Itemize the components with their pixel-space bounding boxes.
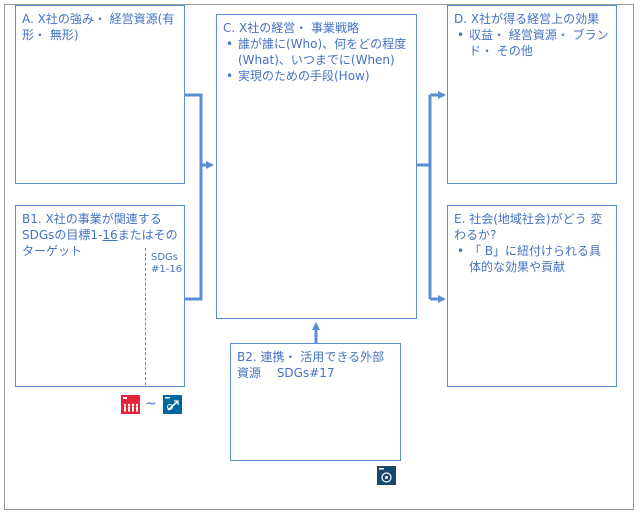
box-b2-text: B2. 連携・ 活用できる外部資源 SDGs#17 (237, 350, 385, 380)
box-d-business-effects: D. X社が得る経営上の効果 収益・ 経営資源・ ブランド・ その他 (447, 5, 617, 184)
box-e-title: E. 社会(地域社会)がどう 変わるか? (454, 212, 603, 242)
underlined-16: 16 (102, 228, 118, 242)
dashed-divider (145, 248, 146, 385)
box-d-list: 収益・ 経営資源・ ブランド・ その他 (454, 27, 610, 59)
tilde-separator: ~ (145, 396, 157, 412)
sdg-17-icon (377, 466, 396, 485)
box-b1-text: B1. X社の事業が関連する SDGsの目標1-16またはそのターゲット (22, 212, 178, 258)
diagram-frame (4, 4, 634, 510)
box-b2-external-resources: B2. 連携・ 活用できる外部資源 SDGs#17 (230, 343, 401, 461)
box-c-strategy: C. X社の経営・ 事業戦略 誰が誰に(Who)、何をどの程度(What)、いつ… (216, 14, 417, 319)
box-a-text: A. X社の強み・ 経営資源(有形・ 無形) (22, 12, 175, 42)
box-d-title: D. X社が得る経営上の効果 (454, 12, 600, 26)
box-e-item: 「 B」に紐付けられる具体的な効果や貢献 (454, 243, 610, 275)
box-d-item: 収益・ 経営資源・ ブランド・ その他 (454, 27, 610, 59)
box-e-social-change: E. 社会(地域社会)がどう 変わるか? 「 B」に紐付けられる具体的な効果や貢… (447, 205, 617, 387)
box-e-list: 「 B」に紐付けられる具体的な効果や貢献 (454, 243, 610, 275)
box-c-item-who-what-when: 誰が誰に(Who)、何をどの程度(What)、いつまでに(When) (223, 36, 410, 68)
arrow-a-b1-to-c (185, 93, 203, 301)
sdg-1-icon (121, 395, 140, 414)
sdg-16-icon (163, 395, 182, 414)
box-c-title: C. X社の経営・ 事業戦略 (223, 21, 360, 35)
box-a-strengths: A. X社の強み・ 経営資源(有形・ 無形) (15, 5, 185, 184)
box-c-list: 誰が誰に(Who)、何をどの程度(What)、いつまでに(When) 実現のため… (223, 36, 410, 84)
box-b1-sdgs-goals: B1. X社の事業が関連する SDGsの目標1-16またはそのターゲット (15, 205, 185, 387)
box-c-item-how: 実現のための手段(How) (223, 68, 410, 84)
sdgs-1-16-label: SDGs#1-16 (151, 252, 183, 275)
